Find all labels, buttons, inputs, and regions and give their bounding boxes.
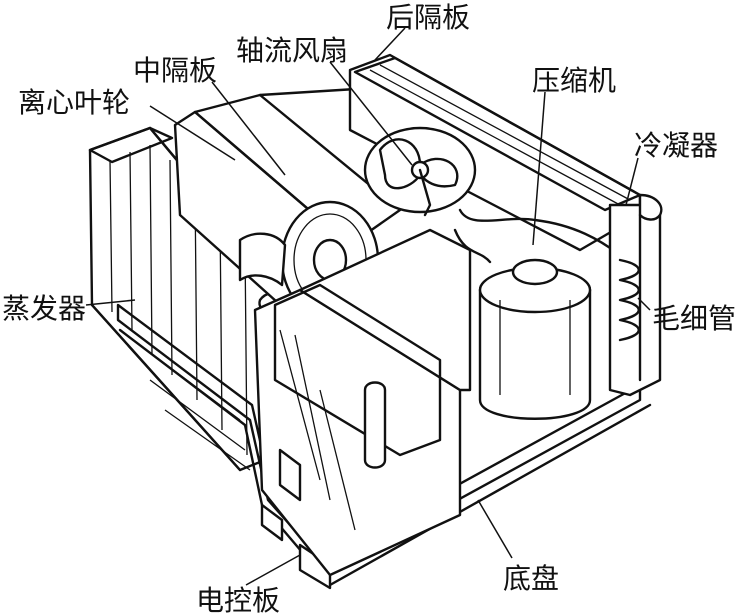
label-control-panel: 电控板	[196, 584, 280, 615]
leader-control-panel	[245, 554, 301, 586]
leader-middle-partition	[211, 81, 286, 176]
capillary-tube	[618, 258, 640, 342]
label-rear-partition: 后隔板	[386, 1, 470, 34]
leader-base-pan	[477, 499, 513, 559]
leader-capillary-tube	[637, 297, 651, 311]
label-condenser: 冷凝器	[634, 129, 718, 162]
leader-axial-fan	[329, 61, 413, 166]
label-middle-partition: 中隔板	[133, 54, 217, 87]
condenser-coil	[608, 193, 663, 397]
label-evaporator: 蒸发器	[2, 292, 86, 325]
compressor	[453, 208, 622, 420]
label-axial-fan: 轴流风扇	[236, 34, 348, 67]
leader-compressor	[532, 91, 546, 246]
label-base-pan: 底盘	[503, 562, 559, 595]
control-panel	[253, 228, 472, 577]
leader-evaporator	[85, 299, 136, 306]
axial-fan	[363, 126, 477, 217]
label-capillary-tube: 毛细管	[652, 302, 736, 335]
leader-rear-partition	[374, 27, 406, 61]
label-centrifugal-impeller: 离心叶轮	[18, 86, 130, 119]
leader-condenser	[625, 157, 639, 206]
label-compressor: 压缩机	[532, 64, 616, 97]
leader-centrifugal-impeller	[149, 105, 236, 161]
leader-lines	[85, 27, 651, 586]
